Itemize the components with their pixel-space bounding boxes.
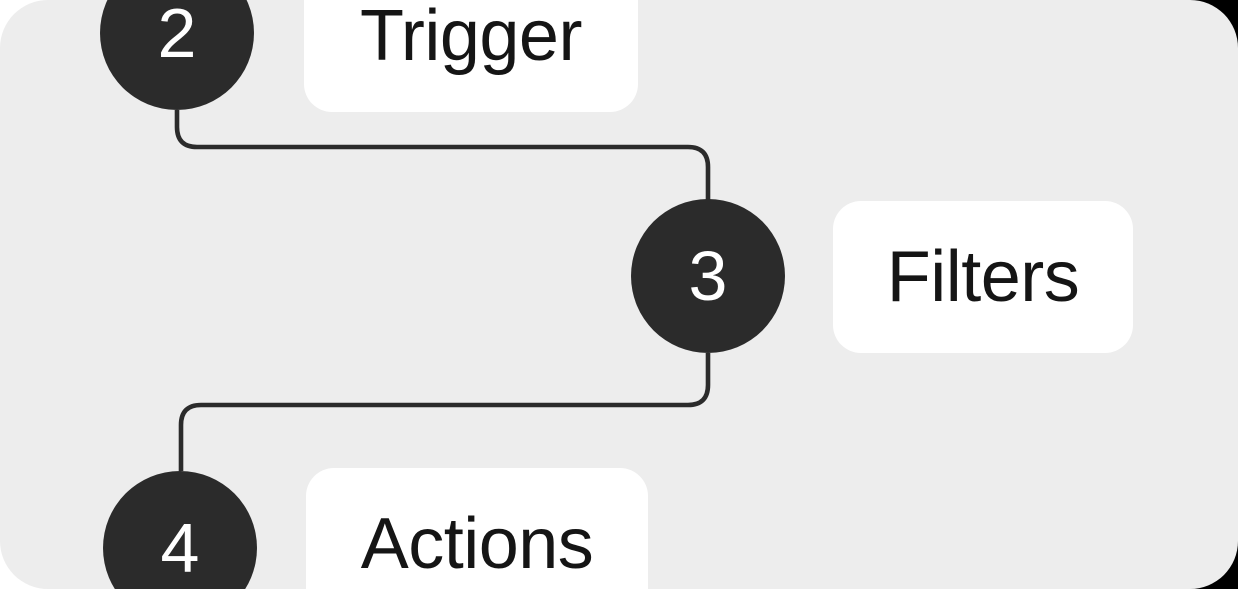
step-node-2: 2 bbox=[100, 0, 254, 110]
step-card-actions: Actions bbox=[306, 468, 648, 589]
step-number-4: 4 bbox=[160, 509, 200, 587]
connector-step3-to-step4-line bbox=[178, 353, 711, 471]
step-card-filters: Filters bbox=[833, 201, 1133, 353]
step-label-actions: Actions bbox=[360, 504, 594, 584]
step-label-filters: Filters bbox=[886, 237, 1080, 317]
connector-step2-to-step3-line bbox=[174, 110, 711, 201]
step-number-3: 3 bbox=[688, 237, 728, 315]
step-node-3: 3 bbox=[631, 199, 785, 353]
step-label-trigger: Trigger bbox=[360, 0, 582, 76]
step-node-4: 4 bbox=[103, 471, 257, 589]
step-number-2: 2 bbox=[157, 0, 197, 72]
step-card-trigger: Trigger bbox=[304, 0, 638, 112]
